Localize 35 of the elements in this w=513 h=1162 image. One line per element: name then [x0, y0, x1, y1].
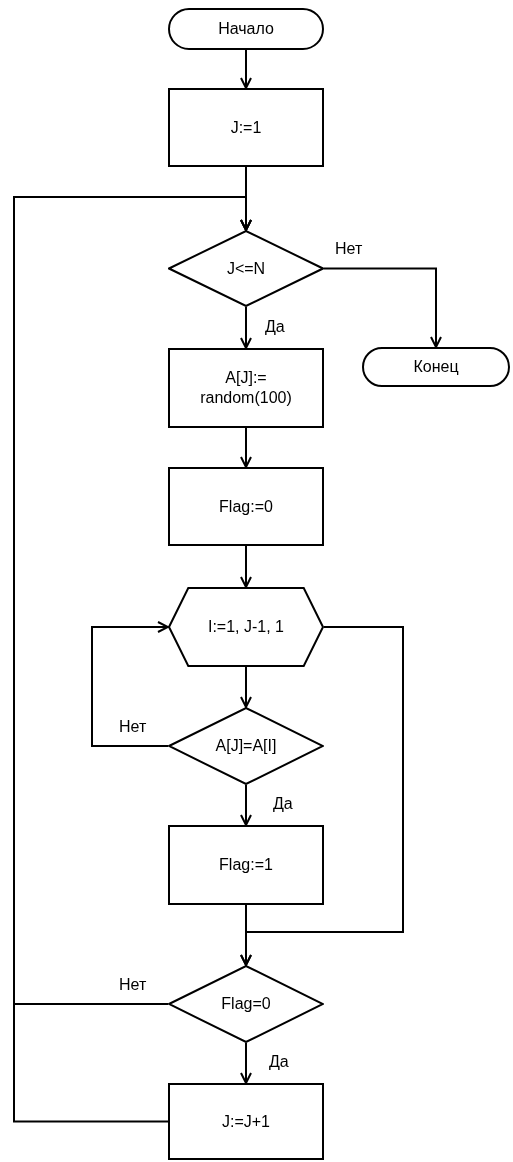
decision-diamond	[168, 230, 324, 307]
arrow	[240, 49, 252, 89]
decision-diamond	[168, 707, 324, 785]
node-label: Flag=0	[220, 994, 272, 1014]
arrow	[240, 626, 404, 966]
process-box	[168, 88, 324, 167]
process-box	[168, 467, 324, 546]
node-label: A[J]:= random(100)	[199, 368, 293, 408]
arrow	[240, 1042, 252, 1084]
node-label: J<=N	[225, 258, 267, 279]
arrow	[240, 427, 252, 468]
arrow	[240, 666, 252, 708]
edge-label: Да	[268, 1053, 290, 1071]
node-label: J:=1	[229, 117, 263, 138]
terminal-pill	[168, 8, 324, 50]
edge-label: Да	[264, 318, 286, 336]
node-label: Flag:=0	[218, 496, 274, 517]
process-box	[168, 825, 324, 905]
node-label: Flag:=1	[218, 855, 274, 875]
process-box	[168, 348, 324, 428]
edge-label: Да	[272, 795, 294, 813]
process-box	[168, 1083, 324, 1160]
node-label: I:=1, J-1, 1	[206, 617, 285, 637]
arrow	[323, 267, 442, 348]
arrow	[91, 621, 169, 747]
node-label: Конец	[412, 357, 460, 377]
node-label: A[J]=A[I]	[214, 736, 278, 756]
terminal-pill	[362, 347, 510, 387]
node-label: Начало	[217, 19, 275, 39]
arrow	[240, 306, 252, 349]
loop-hexagon	[168, 587, 324, 667]
arrow	[240, 545, 252, 588]
arrow	[240, 784, 252, 826]
decision-diamond	[168, 965, 324, 1043]
node-label: J:=J+1	[221, 1111, 271, 1132]
